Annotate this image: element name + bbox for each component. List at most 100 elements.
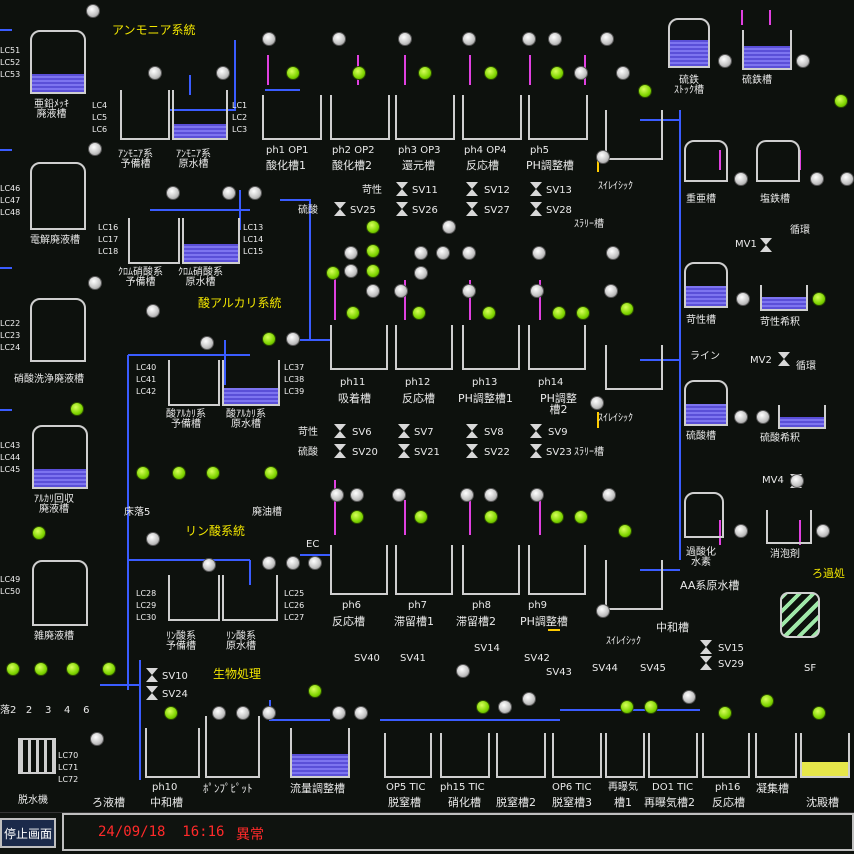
pump-indicator[interactable] (736, 292, 750, 306)
sedimentation-tank-1[interactable] (605, 110, 663, 160)
pump-indicator[interactable] (552, 306, 566, 320)
pump-indicator[interactable] (574, 510, 588, 524)
pump-indicator[interactable] (398, 32, 412, 46)
pump-indicator[interactable] (264, 466, 278, 480)
pump-indicator[interactable] (346, 306, 360, 320)
solenoid-valve[interactable] (530, 202, 542, 216)
pump-indicator[interactable] (644, 700, 658, 714)
pump-indicator[interactable] (604, 284, 618, 298)
pump-indicator[interactable] (756, 410, 770, 424)
process-tank-row1[interactable] (262, 95, 322, 140)
denitrification-tank-2[interactable] (496, 733, 546, 778)
pump-indicator[interactable] (796, 54, 810, 68)
pump-indicator[interactable] (414, 510, 428, 524)
chrome-nitric-raw-tank[interactable] (182, 218, 240, 264)
coagulation-tank[interactable] (755, 733, 797, 778)
solenoid-valve[interactable] (146, 668, 158, 682)
solenoid-valve[interactable] (530, 424, 542, 438)
pump-indicator[interactable] (286, 332, 300, 346)
settling-tank[interactable] (800, 733, 850, 778)
solenoid-valve[interactable] (396, 182, 408, 196)
pump-indicator[interactable] (620, 302, 634, 316)
pump-indicator[interactable] (790, 474, 804, 488)
hydrogen-peroxide-tank[interactable] (684, 492, 724, 538)
sand-filter[interactable] (780, 592, 820, 638)
pump-indicator[interactable] (332, 706, 346, 720)
ammonia-raw-tank[interactable] (172, 90, 228, 140)
solenoid-valve[interactable] (466, 202, 478, 216)
pump-indicator[interactable] (462, 246, 476, 260)
process-tank-row1[interactable] (395, 95, 455, 140)
phosphoric-raw-tank[interactable] (222, 575, 278, 621)
pump-indicator[interactable] (262, 706, 276, 720)
pump-indicator[interactable] (548, 32, 562, 46)
pump-indicator[interactable] (462, 32, 476, 46)
pump-indicator[interactable] (412, 306, 426, 320)
pump-indicator[interactable] (476, 700, 490, 714)
dewatering-machine[interactable] (18, 738, 56, 774)
neutralization-tank-ph10[interactable] (145, 728, 200, 778)
iron-sulfate-tank[interactable] (742, 30, 792, 70)
pump-indicator[interactable] (326, 266, 340, 280)
defoamer-tank[interactable] (766, 510, 812, 544)
pump-indicator[interactable] (308, 556, 322, 570)
alkali-recovery-waste-tank[interactable] (32, 425, 88, 489)
pump-indicator[interactable] (248, 186, 262, 200)
pump-indicator[interactable] (102, 662, 116, 676)
solenoid-valve[interactable] (700, 656, 712, 670)
pump-indicator[interactable] (146, 532, 160, 546)
pump-indicator[interactable] (840, 172, 854, 186)
pump-indicator[interactable] (596, 150, 610, 164)
zinc-plating-waste-tank[interactable] (30, 30, 86, 94)
solenoid-valve[interactable] (396, 202, 408, 216)
nitrification-tank[interactable] (440, 733, 490, 778)
phosphoric-standby-tank[interactable] (168, 575, 220, 621)
pump-indicator[interactable] (596, 604, 610, 618)
pump-indicator[interactable] (638, 84, 652, 98)
process-tank-row3[interactable] (528, 545, 586, 595)
pump-indicator[interactable] (602, 488, 616, 502)
denitrification-tank[interactable] (384, 733, 432, 778)
pump-indicator[interactable] (90, 732, 104, 746)
pump-indicator[interactable] (462, 284, 476, 298)
solenoid-valve[interactable] (530, 444, 542, 458)
pump-indicator[interactable] (166, 186, 180, 200)
pump-indicator[interactable] (812, 292, 826, 306)
pump-indicator[interactable] (172, 466, 186, 480)
pump-indicator[interactable] (718, 706, 732, 720)
pump-indicator[interactable] (414, 246, 428, 260)
pump-indicator[interactable] (262, 556, 276, 570)
bisulfite-tank[interactable] (684, 140, 728, 182)
pump-indicator[interactable] (460, 488, 474, 502)
pump-indicator[interactable] (236, 706, 250, 720)
pump-indicator[interactable] (550, 510, 564, 524)
pump-indicator[interactable] (682, 690, 696, 704)
solenoid-valve[interactable] (334, 424, 346, 438)
pump-indicator[interactable] (550, 66, 564, 80)
pump-indicator[interactable] (206, 466, 220, 480)
pump-indicator[interactable] (484, 66, 498, 80)
pump-indicator[interactable] (332, 32, 346, 46)
caustic-dilution-tank[interactable] (760, 285, 808, 311)
pump-indicator[interactable] (200, 336, 214, 350)
solenoid-valve[interactable] (334, 444, 346, 458)
pump-indicator[interactable] (442, 220, 456, 234)
pump-indicator[interactable] (834, 94, 848, 108)
process-tank-row3[interactable] (395, 545, 453, 595)
pump-indicator[interactable] (620, 700, 634, 714)
pump-indicator[interactable] (350, 510, 364, 524)
ammonia-standby-tank[interactable] (120, 90, 170, 140)
pump-indicator[interactable] (734, 410, 748, 424)
pump-indicator[interactable] (394, 284, 408, 298)
process-tank-row2[interactable] (395, 325, 453, 370)
solenoid-valve[interactable] (760, 238, 772, 252)
pump-indicator[interactable] (344, 246, 358, 260)
solenoid-valve[interactable] (398, 424, 410, 438)
pump-indicator[interactable] (436, 246, 450, 260)
pump-indicator[interactable] (760, 694, 774, 708)
pump-indicator[interactable] (86, 4, 100, 18)
sedimentation-tank-2[interactable] (605, 345, 663, 390)
pump-indicator[interactable] (498, 700, 512, 714)
pump-indicator[interactable] (262, 32, 276, 46)
pump-indicator[interactable] (618, 524, 632, 538)
